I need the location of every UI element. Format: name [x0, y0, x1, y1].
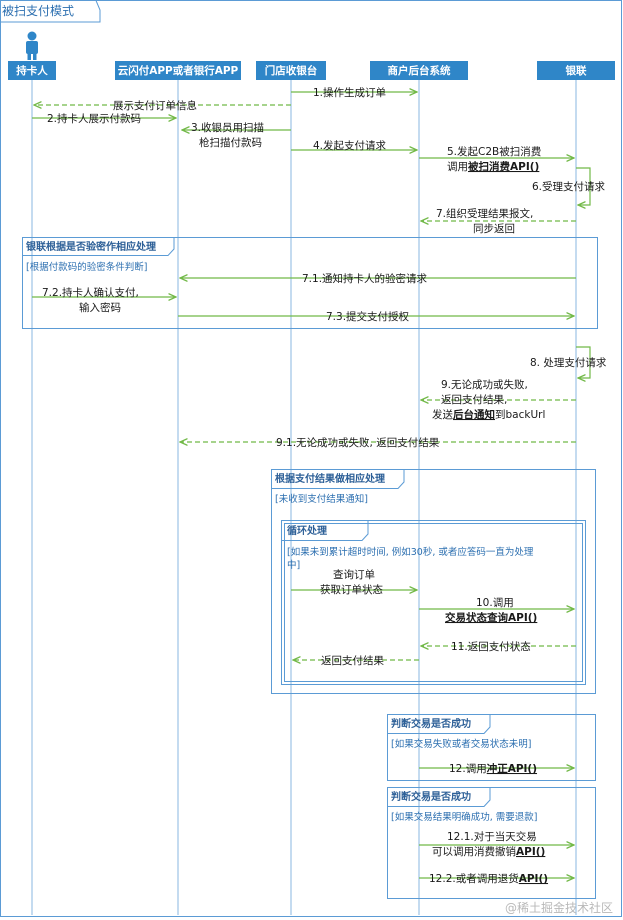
msg-m121-api-link[interactable]: API()	[516, 846, 545, 858]
frame-loop-condition-1: [如果未到累计超时时间, 例如30秒, 或者应答码一直为处理	[287, 546, 534, 558]
diagram-title-tab: 被扫支付模式	[0, 0, 101, 23]
msg-query-line2: 获取订单状态	[320, 583, 383, 596]
frames	[22, 237, 598, 899]
msg-m12-prefix: 12.调用	[449, 763, 487, 775]
msg-m72-line2: 输入密码	[79, 301, 121, 314]
frame-refund-condition: [如果交易结果明确成功, 需要退款]	[391, 811, 537, 823]
actor-unionpay-label: 银联	[566, 64, 587, 77]
msg-m122-api-link[interactable]: API()	[519, 873, 548, 885]
msg-m7-line2: 同步返回	[473, 223, 515, 235]
msg-m9-suffix: 到backUrl	[495, 409, 545, 421]
msg-m9-notify-link[interactable]: 后台通知	[453, 408, 495, 421]
msg-m3-line2: 枪扫描付款码	[199, 136, 262, 149]
frame-refund	[387, 787, 596, 899]
msg-m121-line2: 可以调用消费撤销API()	[432, 845, 545, 858]
person-icon	[26, 31, 38, 60]
frame-loop-condition-2: 中]	[287, 559, 300, 571]
message-arrows	[32, 92, 591, 878]
actor-cardholder[interactable]: 持卡人	[8, 61, 56, 80]
msg-m5-api-link[interactable]: 被扫消费API()	[468, 160, 539, 173]
msg-m71: 7.1.通知持卡人的验密请求	[302, 272, 428, 285]
msg-m121-line1: 12.1.对于当天交易	[447, 830, 537, 843]
msg-show: 展示支付订单信息	[113, 99, 197, 112]
actor-app-label: 云闪付APP或者银行APP	[118, 64, 239, 77]
watermark: @稀土掘金技术社区	[505, 900, 613, 915]
actor-merchant-label: 商户后台系统	[388, 64, 451, 77]
frame-result-condition: [未收到支付结果通知]	[275, 493, 368, 505]
msg-m1: 1.操作生成订单	[313, 86, 386, 99]
actor-merchant[interactable]: 商户后台系统	[370, 61, 468, 80]
msg-query-line1: 查询订单	[333, 568, 375, 581]
actor-cardholder-label: 持卡人	[16, 64, 48, 77]
msg-m122: 12.2.或者调用退货API()	[429, 872, 548, 885]
msg-m3-line1: 3.收银员用扫描	[191, 121, 264, 134]
arrow-m6	[576, 167, 591, 205]
message-labels: 1.操作生成订单 展示支付订单信息 2.持卡人展示付款码 3.收银员用扫描 枪扫…	[42, 86, 607, 885]
actor-headers: 持卡人 云闪付APP或者银行APP 门店收银台 商户后台系统 银联	[8, 61, 615, 80]
actor-pos[interactable]: 门店收银台	[256, 61, 326, 80]
msg-m9-line1: 9.无论成功或失败,	[441, 378, 528, 391]
msg-m7-line1: 7.组织受理结果报文,	[436, 207, 533, 220]
msg-m11: 11.返回支付状态	[451, 640, 531, 653]
actor-app[interactable]: 云闪付APP或者银行APP	[115, 61, 241, 80]
msg-m9-line2: 返回支付结果,	[441, 393, 507, 406]
msg-m72-line1: 7.2.持卡人确认支付,	[42, 286, 139, 299]
msg-m5-line1: 5.发起C2B被扫消费	[447, 145, 541, 158]
msg-m5-line2: 调用被扫消费API()	[447, 160, 539, 173]
msg-ret: 返回支付结果	[321, 654, 384, 667]
msg-m122-prefix: 12.2.或者调用退货	[429, 872, 519, 885]
frame-result-title: 根据支付结果做相应处理	[275, 472, 385, 485]
frame-refund-title: 判断交易是否成功	[391, 790, 471, 803]
lifelines	[31, 80, 577, 915]
msg-m10-api-link[interactable]: 交易状态查询API()	[445, 611, 537, 624]
frame-reverse	[387, 714, 596, 781]
frame-loop-title: 循环处理	[287, 524, 327, 537]
msg-m9-prefix: 发送	[432, 408, 453, 421]
frame-verify-title: 银联根据是否验密作相应处理	[26, 240, 156, 253]
msg-m121-prefix: 可以调用消费撤销	[432, 845, 516, 858]
actor-unionpay[interactable]: 银联	[537, 61, 615, 80]
msg-m9-line3: 发送后台通知到backUrl	[432, 408, 545, 421]
msg-m2: 2.持卡人展示付款码	[47, 112, 141, 125]
frame-verify	[22, 237, 598, 329]
diagram-title: 被扫支付模式	[2, 4, 74, 18]
frame-result	[271, 469, 596, 694]
msg-m4: 4.发起支付请求	[313, 139, 387, 152]
frame-reverse-title: 判断交易是否成功	[391, 717, 471, 730]
msg-m73: 7.3.提交支付授权	[326, 310, 410, 323]
frame-verify-condition: [根据付款码的验密条件判断]	[26, 261, 147, 273]
msg-m6: 6.受理支付请求	[532, 180, 606, 193]
msg-m91: 9.1.无论成功或失败, 返回支付结果	[276, 436, 440, 449]
msg-m5-prefix: 调用	[447, 161, 468, 173]
actor-pos-label: 门店收银台	[265, 64, 318, 77]
msg-m12: 12.调用冲正API()	[449, 762, 537, 775]
frame-loop	[281, 520, 586, 685]
msg-m12-api-link[interactable]: 冲正API()	[487, 762, 537, 775]
msg-m10-line1: 10.调用	[476, 597, 514, 609]
arrow-m8	[576, 346, 591, 378]
frame-reverse-condition: [如果交易失败或者交易状态未明]	[391, 738, 531, 750]
msg-m8: 8. 处理支付请求	[530, 356, 607, 369]
